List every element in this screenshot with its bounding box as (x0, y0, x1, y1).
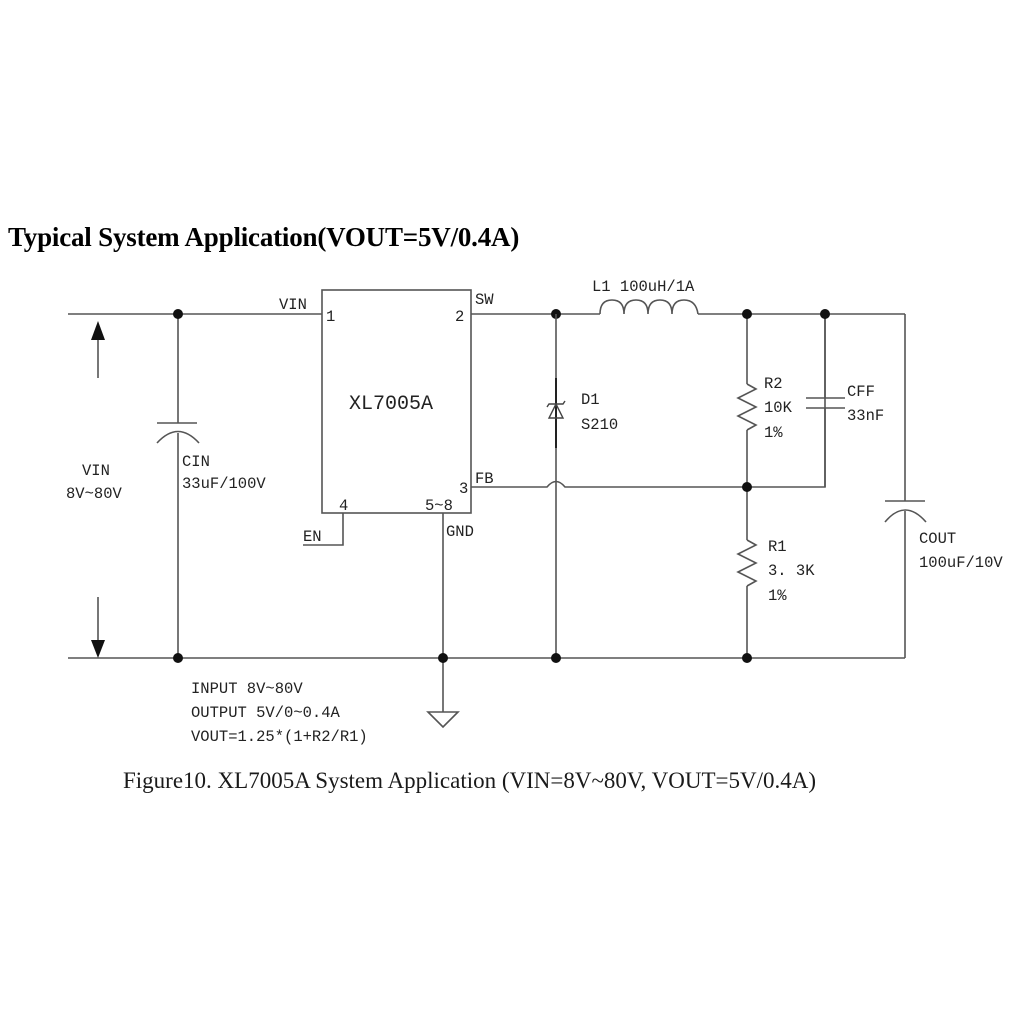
capacitor-cout (884, 314, 927, 658)
junction-dot (820, 309, 830, 319)
cin-ref: CIN (182, 453, 210, 471)
cin-value: 33uF/100V (182, 475, 266, 493)
diode-d1 (546, 314, 566, 658)
cout-value: 100uF/10V (919, 554, 1003, 572)
d1-ref: D1 (581, 391, 600, 409)
cff-ref: CFF (847, 383, 875, 401)
wire-fb (471, 314, 826, 488)
pin-en-name: EN (303, 528, 322, 546)
page-title: Typical System Application(VOUT=5V/0.4A) (8, 222, 520, 252)
r1-tolerance: 1% (768, 587, 787, 605)
junction-dot (551, 653, 561, 663)
wire-en (303, 513, 344, 546)
r1-value: 3. 3K (768, 562, 815, 580)
r2-value: 10K (764, 399, 793, 417)
junction-dot (173, 653, 183, 663)
resistor-r1 (736, 487, 758, 658)
input-range: 8V~80V (66, 485, 123, 503)
d1-value: S210 (581, 416, 618, 434)
junction-dot (173, 309, 183, 319)
capacitor-cin (156, 314, 200, 658)
ic-body (321, 289, 472, 514)
inductor-l1 (599, 299, 905, 315)
pin-sw-name: SW (475, 291, 494, 309)
junction-dot (742, 482, 752, 492)
junction-dot (438, 653, 448, 663)
junction-dot (742, 653, 752, 663)
note-formula: VOUT=1.25*(1+R2/R1) (191, 728, 368, 746)
resistor-r2 (736, 314, 758, 487)
junction-dot (742, 309, 752, 319)
l1-label: L1 100uH/1A (592, 278, 695, 296)
note-output: OUTPUT 5V/0~0.4A (191, 704, 341, 722)
pin-gnd-name: GND (446, 523, 474, 541)
ic-name: XL7005A (349, 393, 433, 416)
pin-vin-name: VIN (279, 296, 307, 314)
ground-icon (426, 711, 460, 729)
arrow-down-icon (91, 597, 105, 658)
r2-tolerance: 1% (764, 424, 783, 442)
r2-ref: R2 (764, 375, 783, 393)
note-input: INPUT 8V~80V (191, 680, 303, 698)
r1-ref: R1 (768, 538, 787, 556)
pin-vin-number: 1 (326, 308, 335, 326)
pin-fb-number: 3 (459, 480, 468, 498)
pin-sw-number: 2 (455, 308, 464, 326)
figure-caption: Figure10. XL7005A System Application (VI… (123, 768, 817, 793)
pin-gnd-number: 5~8 (425, 497, 453, 515)
cff-value: 33nF (847, 407, 884, 425)
capacitor-cff (806, 314, 845, 487)
arrow-up-icon (91, 321, 105, 378)
pin-en-number: 4 (339, 497, 348, 515)
cout-ref: COUT (919, 530, 956, 548)
pin-fb-name: FB (475, 470, 494, 488)
input-label: VIN (82, 462, 110, 480)
